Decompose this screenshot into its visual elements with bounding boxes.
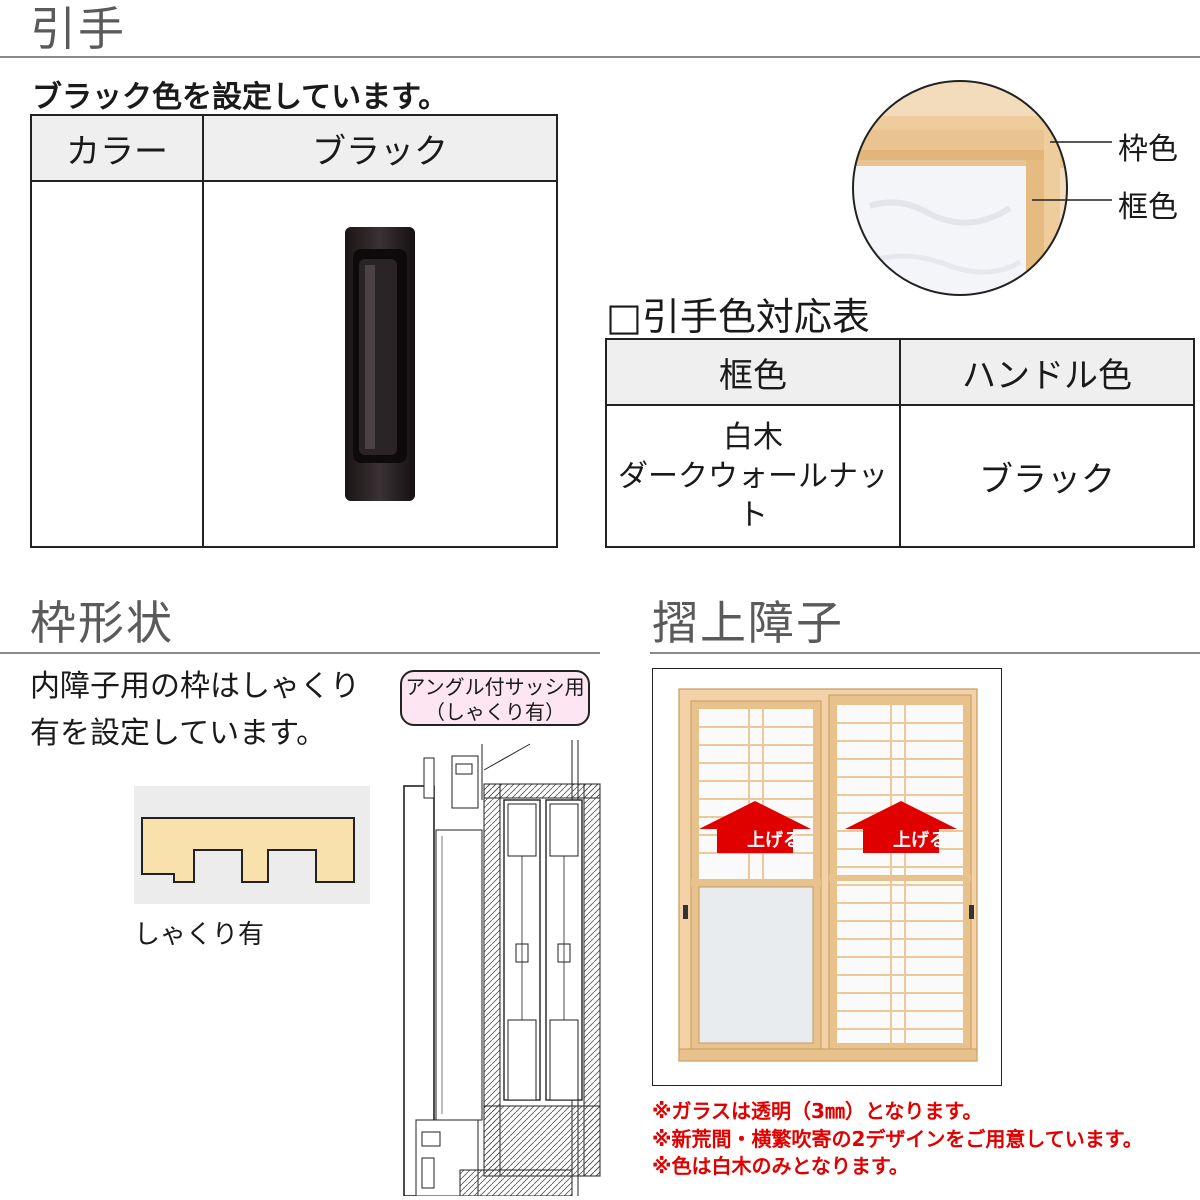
raise-label-left: 上げる	[747, 830, 801, 851]
shakuri-profile-shape	[141, 817, 355, 883]
handle-section-title: 引手	[30, 2, 126, 56]
handle-color-table: カラー ブラック	[30, 114, 558, 548]
frame-description-line-1: 内障子用の枠はしゃくり	[30, 669, 360, 704]
correspondence-table: 框色 ハンドル色 白木 ダークウォールナット ブラック	[605, 338, 1195, 548]
shoji-section-rule	[650, 652, 1200, 654]
callout-badge: アングル付サッシ用 （しゃくり有）	[400, 670, 590, 726]
handle-section-rule	[0, 56, 1200, 58]
frame-section-rule	[0, 652, 600, 654]
waku-color-label: 枠色	[1118, 132, 1178, 167]
kamachi-color-label: 框色	[1118, 190, 1178, 225]
black-handle-image	[345, 227, 415, 501]
frame-color-shiraki: 白木	[723, 419, 783, 455]
frame-description-line-2: 有を設定しています。	[30, 715, 327, 751]
corr-frame-colors: 白木 ダークウォールナット	[607, 406, 901, 546]
corr-header-handle: ハンドル色	[901, 340, 1193, 406]
callout-line-2: （しゃくり有）	[425, 700, 565, 724]
frame-description: 内障子用の枠はしゃくり 有を設定しています。	[30, 664, 360, 757]
header-color: カラー	[32, 116, 204, 182]
correspondence-title: □引手色対応表	[606, 295, 870, 339]
profile-image-box	[134, 786, 370, 904]
note-color: ※色は白木のみとなります。	[652, 1154, 909, 1179]
handle-image-cell	[204, 182, 556, 546]
note-glass: ※ガラスは透明（3㎜）となります。	[652, 1099, 983, 1123]
corr-header-frame: 框色	[607, 340, 901, 406]
shoji-image-box	[652, 668, 1002, 1086]
shoji-section-title: 摺上障子	[652, 596, 844, 650]
raise-label-right: 上げる	[893, 830, 947, 851]
corr-handle-color: ブラック	[979, 459, 1115, 500]
sash-section-diagram	[403, 740, 601, 1196]
handle-subtitle: ブラック色を設定しています。	[32, 80, 449, 115]
shoji-notes: ※ガラスは透明（3㎜）となります。 ※新荒間・横繁吹寄の2デザインをご用意してい…	[652, 1098, 1143, 1181]
frame-section-title: 枠形状	[30, 596, 174, 650]
row-label-cell	[32, 182, 204, 546]
profile-caption: しゃくり有	[134, 920, 265, 950]
frame-color-dark-walnut: ダークウォールナット	[618, 458, 888, 533]
frame-color-zoom-illustration	[852, 80, 1112, 296]
note-designs: ※新荒間・横繁吹寄の2デザインをご用意しています。	[652, 1126, 1143, 1151]
sliding-shoji-illustration	[678, 688, 978, 1062]
header-black: ブラック	[204, 116, 556, 182]
callout-line-1: アングル付サッシ用	[405, 675, 585, 699]
